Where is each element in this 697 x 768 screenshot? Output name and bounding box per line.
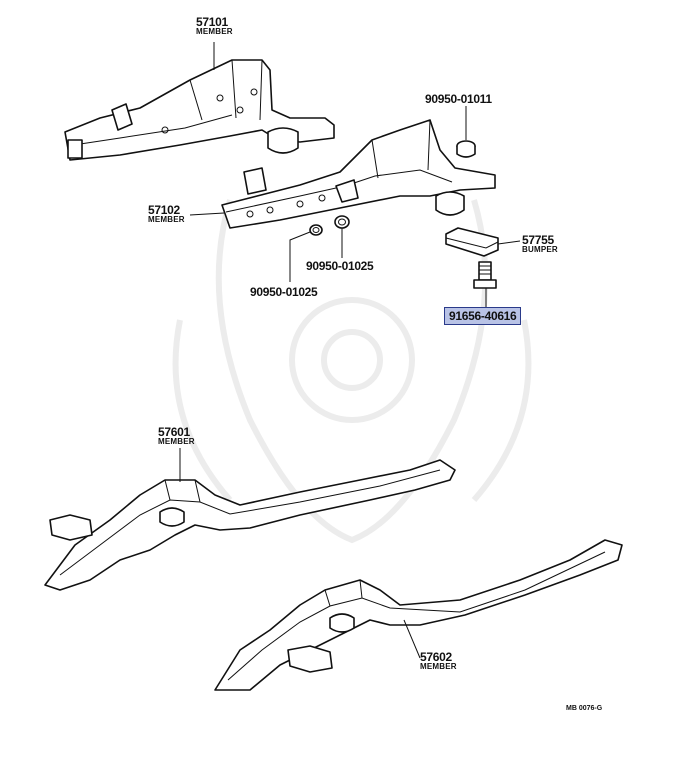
part-number[interactable]: 57101 <box>196 15 228 29</box>
grommet-90950-01025a[interactable] <box>309 224 323 236</box>
part-number[interactable]: 57102 <box>148 203 180 217</box>
bumper-57755[interactable] <box>445 227 499 257</box>
part-name: MEMBER <box>148 215 185 224</box>
label-57602[interactable]: 57602 MEMBER <box>420 651 457 671</box>
diagram-code: MB 0076-G <box>566 705 603 712</box>
part-number[interactable]: 57601 <box>158 425 190 439</box>
grommet-90950-01011[interactable] <box>456 140 476 158</box>
leader-57102 <box>189 212 225 216</box>
label-57601[interactable]: 57601 MEMBER <box>158 426 195 446</box>
label-90950-01025-lower[interactable]: 90950-01025 <box>250 285 318 299</box>
part-number[interactable]: 90950-01025 <box>306 259 374 273</box>
label-90950-01025-upper[interactable]: 90950-01025 <box>306 259 374 273</box>
bolt-91656-40616[interactable] <box>473 261 497 289</box>
leader-lines <box>179 42 521 659</box>
member-57102[interactable] <box>221 119 496 229</box>
watermark-emblem <box>172 199 532 544</box>
label-91656-40616[interactable]: 91656-40616 <box>444 307 522 325</box>
label-57102[interactable]: 57102 MEMBER <box>148 204 185 224</box>
part-name: MEMBER <box>158 437 195 446</box>
part-number[interactable]: 90950-01011 <box>425 92 492 106</box>
label-90950-01011[interactable]: 90950-01011 <box>425 93 492 105</box>
leader-57602 <box>403 619 421 659</box>
part-number-highlighted[interactable]: 91656-40616 <box>444 307 522 325</box>
part-name: BUMPER <box>522 245 558 254</box>
label-57755[interactable]: 57755 BUMPER <box>522 234 558 254</box>
part-name: MEMBER <box>420 662 457 671</box>
leader-57755 <box>497 240 521 245</box>
part-name: MEMBER <box>196 27 233 36</box>
label-57101[interactable]: 57101 MEMBER <box>196 16 233 36</box>
grommet-90950-01025b[interactable] <box>334 215 350 229</box>
leader-90950-01025a <box>289 231 311 282</box>
part-number[interactable]: 57755 <box>522 233 554 247</box>
member-57602[interactable] <box>214 539 623 691</box>
part-number[interactable]: 57602 <box>420 650 452 664</box>
part-number[interactable]: 90950-01025 <box>250 285 318 299</box>
member-57101[interactable] <box>64 59 335 161</box>
member-57601[interactable] <box>44 459 456 591</box>
